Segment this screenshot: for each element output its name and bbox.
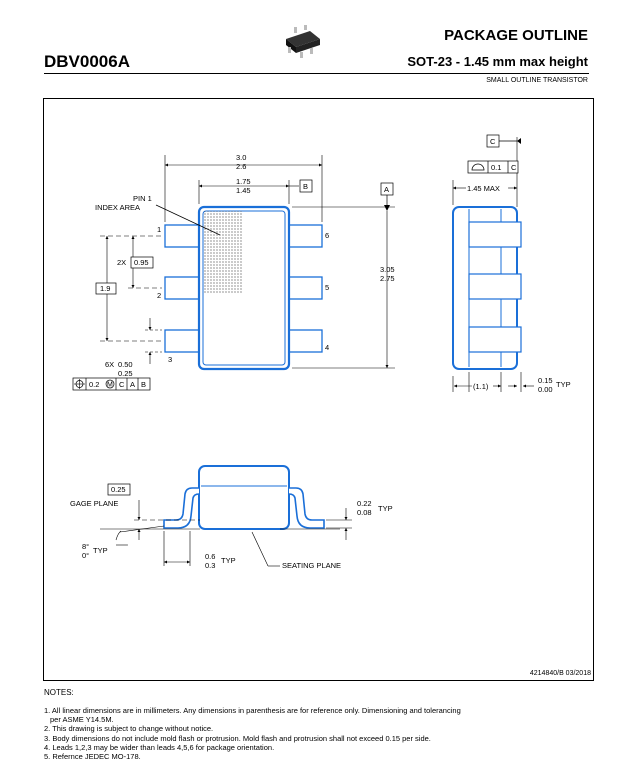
standoff-max: 0.15 [538,376,553,385]
lead-width-min: 0.25 [118,369,133,378]
datum-b: B [303,182,308,191]
side-lead [468,221,522,248]
package-chip-icon [280,25,324,70]
pin-number: 3 [168,355,172,364]
profile-symbol-icon [471,163,485,171]
pin1-label: PIN 1 [133,194,152,203]
pin-number: 1 [157,225,161,234]
note-item: 2. This drawing is subject to change wit… [44,724,214,734]
notes-heading: NOTES: [44,688,74,697]
foot-length-max: 0.6 [205,552,215,561]
tolerance-datum-a: A [130,380,135,389]
tolerance-value: 0.2 [89,380,99,389]
document-number: 4214840/B 03/2018 [529,670,591,677]
section-body [198,465,290,530]
note-item: 3. Body dimensions do not include mold f… [44,733,431,743]
pitch-prefix: 2X [117,258,126,267]
notes-list: 1. All linear dimensions are in millimet… [44,706,604,761]
body-width-max: 1.75 [236,177,251,186]
lead-thickness-suffix: TYP [378,504,393,513]
lead-3 [164,329,204,353]
overall-width-max: 3.0 [236,153,246,162]
standoff-min: 0.00 [538,385,553,394]
note-item: per ASME Y14.5M. [50,715,114,725]
gage-value: 0.25 [111,485,126,494]
section-lead-left [163,487,200,529]
pin1-index-area [203,211,243,293]
lead-width-prefix: 6X [105,360,114,369]
section-lead-right [288,487,325,529]
drawing-frame [43,98,594,681]
overall-width-min: 2.6 [236,162,246,171]
header-divider [44,73,589,74]
lead-6 [285,224,323,248]
flatness-value: 0.1 [491,163,501,172]
gage-plane-label: GAGE PLANE [70,499,118,508]
height-label: 1.45 MAX [467,184,500,193]
position-tolerance-frame: M 0.2 C A B [72,377,151,391]
flatness-datum: C [511,163,517,172]
note-item: 5. Refernce JEDEC MO-178. [44,752,141,762]
foot-length-min: 0.3 [205,561,215,570]
body-width-min: 1.45 [236,186,251,195]
tolerance-datum-b: B [141,380,146,389]
note-item: 1. All linear dimensions are in millimet… [44,706,461,715]
lead-width-max: 0.50 [118,360,133,369]
datum-c: C [490,137,496,146]
angle-suffix: TYP [93,546,108,555]
angle-min: 0° [82,551,89,560]
package-description: SMALL OUTLINE TRANSISTOR [486,77,588,84]
pitch-value: 0.95 [134,258,149,267]
package-name: DBV0006A [44,52,130,71]
pin-number: 6 [325,231,329,240]
mmc-symbol-icon [105,379,115,389]
note-item: 4. Leads 1,2,3 may be wider than leads 4… [44,742,275,752]
svg-text:M: M [107,382,113,389]
section-view: 0.25 GAGE PLANE 8° 0° TYP 0.6 0.3 TYP SE… [70,465,393,570]
package-subtitle: SOT-23 - 1.45 mm max height [407,54,588,69]
seating-plane-label: SEATING PLANE [282,561,341,570]
side-lead [468,273,522,300]
lead-thickness-min: 0.08 [357,508,372,517]
side-view: C 0.1 C 1.45 MAX (1.1) 0.15 0.00 TYP [452,134,571,394]
pin-number: 4 [325,343,329,352]
standoff-suffix: TYP [556,380,571,389]
angle-max: 8° [82,542,89,551]
pin-number: 5 [325,283,329,292]
side-lead [468,326,522,353]
lead-5 [285,276,323,300]
lead-1 [164,224,204,248]
span-value: 1.9 [100,284,110,293]
lead-4 [285,329,323,353]
top-view: 1 2 3 4 5 6 PIN 1 INDEX AREA 3.0 2.6 1.7… [72,153,395,391]
lead-2 [164,276,204,300]
pin-number: 2 [157,291,161,300]
length-min: 2.75 [380,274,395,283]
index-area-label: INDEX AREA [95,203,140,212]
reference-dimension: (1.1) [473,382,489,391]
foot-length-suffix: TYP [221,556,236,565]
lead-thickness-max: 0.22 [357,499,372,508]
datum-b-box [299,179,313,193]
datum-a: A [384,185,389,194]
length-max: 3.05 [380,265,395,274]
tolerance-datum-c: C [119,380,125,389]
page-title: PACKAGE OUTLINE [444,27,588,44]
flatness-frame: 0.1 C [467,160,519,174]
